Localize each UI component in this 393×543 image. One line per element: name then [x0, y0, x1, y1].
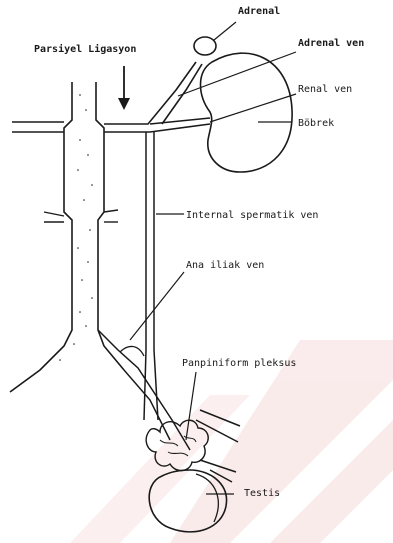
label-pampiniform-pleksus: Panpiniform pleksus — [182, 358, 296, 369]
label-partial-ligation: Parsiyel Ligasyon — [34, 43, 136, 55]
vena-cava — [10, 82, 124, 392]
label-renal-ven: Renal ven — [298, 84, 352, 95]
label-adrenal-ven: Adrenal ven — [298, 38, 364, 49]
watermark-stripes — [70, 340, 393, 543]
ligation-arrow — [118, 66, 130, 110]
mid-branches — [44, 210, 118, 222]
internal-spermatic-vein — [144, 132, 158, 420]
label-internal-spermatik-ven: Internal spermatik ven — [186, 210, 318, 221]
label-testis: Testis — [244, 488, 280, 499]
label-bobrek: Böbrek — [298, 118, 334, 129]
label-ana-iliak-ven: Ana iliak ven — [186, 260, 264, 271]
adrenal-gland — [194, 37, 216, 55]
label-adrenal: Adrenal — [238, 6, 280, 17]
renal-level-branches — [12, 62, 210, 132]
